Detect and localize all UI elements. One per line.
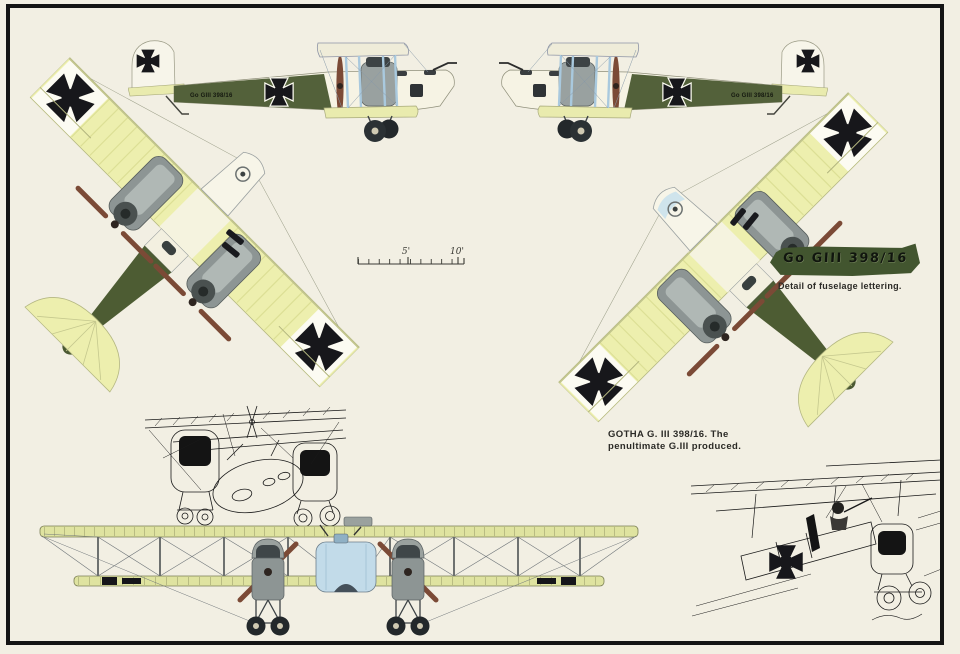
fuselage-serial-text: Go GIII 398/16 [190,93,233,99]
propeller-blade [809,220,843,254]
olive-rear-fuselage [746,280,842,376]
propeller-blade [198,308,232,342]
center-radiator [343,516,373,527]
underwing-cross-mark [561,577,576,585]
right-engine-group [377,538,439,636]
propeller-blade [120,231,154,264]
gotha-caption-line2: penultimate G.III produced. [608,440,742,452]
olive-rear-fuselage [76,245,172,341]
wing-group [557,91,889,423]
rear-cockpit [161,240,177,256]
upper-wing [39,516,639,538]
nose-section [200,151,266,217]
machine-gun [499,62,524,71]
left-engine-group [237,538,299,636]
gotha-caption: GOTHA G. III 398/16. The penultimate G.I… [608,429,768,452]
windshield [333,533,349,544]
sketch-left-nacelle [170,429,220,526]
scale-bar: 5' 10' [356,244,468,272]
engine-nacelle [360,61,398,107]
gun-ring [235,166,251,182]
wing-struts-group [527,42,640,119]
sketch-rigging [148,413,340,491]
sketch-gunner [830,497,873,530]
engine-nacelle-left [75,155,184,264]
rigging-wires [90,78,339,327]
upper-wing [547,42,640,58]
fuselage-group [652,186,856,390]
underwing-cross-mark [122,578,141,584]
engine-nacelle-left [656,268,765,377]
sketch-propeller [806,514,820,552]
landing-gear-group [364,115,399,142]
gun-ring [667,201,683,217]
scale-label-5ft: 5' [402,247,410,257]
rigging-wires [319,43,429,109]
radiator-dark [300,450,330,476]
radiator-dark [179,436,211,466]
nose-tint [657,191,686,220]
scale-major-ticks [357,257,465,264]
plan-view-left [24,56,361,393]
front-elevation-view [28,514,653,646]
tail-skid [767,95,791,115]
aileron-lines [39,86,331,378]
landing-gear-group [557,115,592,142]
sketch-wing-lines [144,406,347,451]
sketch-right-nacelle [870,523,932,611]
ink-sketch-rear-gunner [686,456,946,626]
fuselage-lettering-text: Go GIII 398/16 [782,250,908,266]
tailplane-group [798,332,894,428]
sketch-propeller [246,405,258,439]
wing-struts-group [316,42,429,119]
underwing-cross-mark [537,578,556,584]
lower-wing [537,105,633,119]
sketch-rigging [691,483,945,621]
iron-cross-icon [769,545,803,579]
side-profile-left-view: Go GIII 398/16 [128,30,458,148]
lettering-detail-caption: Detail of fuselage lettering. [778,281,902,291]
interplane-struts [557,54,612,109]
propeller-blade [75,185,109,219]
interplane-struts [344,54,399,109]
sketch-fuselage [740,521,877,581]
artist-signature-scribble [871,613,923,621]
side-profile-right-view: Go GIII 398/16 [498,30,828,148]
propeller-blade [686,343,720,377]
rigging-wires [527,43,637,109]
gotha-caption-line1: GOTHA G. III 398/16. The [608,429,729,440]
wing-group [29,56,361,388]
tail-group [128,40,189,115]
rigging-wires [579,113,828,362]
side-window [410,84,423,97]
tailplane-group [24,297,120,393]
wing-hatch-marks [730,208,759,231]
lower-wing [323,105,419,119]
aileron-lines [587,121,879,413]
engine-nacelle-right [153,233,262,342]
plan-view-right [387,0,960,643]
side-window [533,84,546,97]
nose-opening [334,584,358,592]
ink-sketch-front-quarter [143,398,348,533]
fuselage-serial-text: Go GIII 398/16 [731,93,774,99]
machine-gun [432,62,457,71]
scale-label-10ft: 10' [450,247,464,257]
engine-nacelle [558,61,596,107]
wing-hatch-marks [221,229,244,258]
machine-gun [319,524,362,537]
tail-skid [165,95,189,115]
radiator-dark [878,531,906,555]
tail-group [767,40,828,115]
fuselage-group: Go GIII 398/16 [173,62,457,112]
rear-cockpit [741,275,757,291]
upper-wing [316,42,409,58]
fuselage-lettering-banner: Go GIII 398/16 [770,243,920,276]
underwing-cross-mark [102,577,117,585]
propeller-blade [732,298,765,332]
fuselage-group: Go GIII 398/16 [499,62,783,112]
propeller-blade [153,263,186,297]
center-fuselage [315,524,377,593]
